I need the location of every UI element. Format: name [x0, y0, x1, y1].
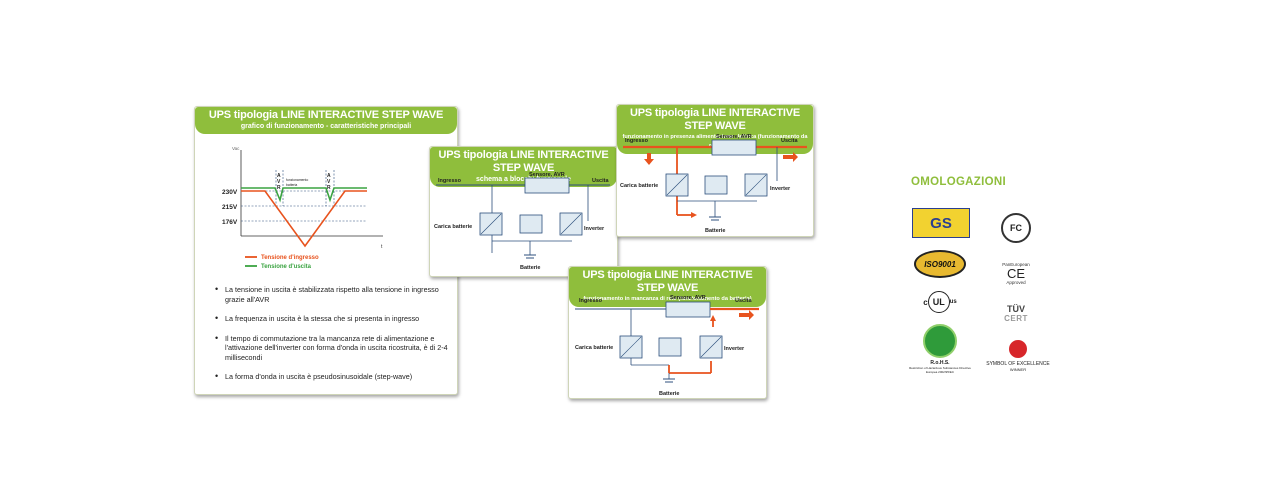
output-voltage-line: [241, 187, 367, 203]
avr-label-r2: R: [327, 185, 331, 191]
input-voltage-line: [241, 190, 367, 248]
fcc-logo: FC: [986, 209, 1046, 247]
tuv-logo-text: TÜV: [1007, 303, 1025, 314]
label-sensore: Sensore, AVR: [716, 134, 752, 140]
avr-label-a1: A: [277, 173, 281, 179]
card-operating-graph: UPS tipologia LINE INTERACTIVE STEP WAVE…: [194, 106, 458, 395]
rohs-leaf-icon: [923, 324, 957, 358]
iso9001-logo: ISO9001: [910, 245, 970, 283]
ul-prefix: c: [923, 297, 928, 307]
card-header: UPS tipologia LINE INTERACTIVE STEP WAVE…: [569, 267, 766, 307]
label-inverter: Inverter: [770, 186, 791, 192]
level-215v: 215V: [222, 204, 238, 211]
card-mains-operation: UPS tipologia LINE INTERACTIVE STEP WAVE…: [616, 104, 814, 237]
ags-gs-logo: GS: [911, 204, 971, 242]
excellence-caption: SYMBOL OF EXCELLENCE: [986, 361, 1050, 367]
block-diagram: Ingresso Uscita Sensore, AVR Carica batt…: [434, 172, 610, 271]
card-title: UPS tipologia LINE INTERACTIVE STEP WAVE: [629, 107, 800, 132]
avr-label-r1: R: [277, 185, 281, 191]
label-uscita: Uscita: [735, 298, 752, 304]
excellence-gear-icon: [1009, 340, 1027, 358]
avr-label-v2: V: [327, 179, 331, 185]
card-title: UPS tipologia LINE INTERACTIVE STEP WAVE: [438, 149, 609, 174]
label-ingresso: Ingresso: [625, 138, 649, 144]
rohs-detail: Restriction of Hazardous Substances Dire…: [909, 366, 971, 374]
ul-logo-text: UL: [932, 297, 945, 307]
ce-logo-text: CE: [1006, 265, 1026, 281]
fcc-logo-text: FC: [1010, 223, 1022, 233]
certifications-title: OMOLOGAZIONI: [911, 176, 1006, 188]
tuv-caption: CERT: [1004, 313, 1028, 323]
label-sensore: Sensore, AVR: [529, 172, 565, 178]
feature-item: La tensione in uscita è stabilizzata ris…: [213, 285, 449, 304]
mains-diagram: Ingresso Uscita Sensore, AVR Carica batt…: [620, 134, 807, 234]
card-subtitle: grafico di funzionamento - caratteristic…: [240, 123, 412, 130]
card-title: UPS tipologia LINE INTERACTIVE STEP WAVE: [582, 269, 753, 294]
ce-caption-top: PanEuropean: [1002, 261, 1030, 267]
label-ingresso: Ingresso: [438, 178, 462, 184]
ce-logo: PanEuropean CE Approved: [986, 254, 1046, 292]
label-carica: Carica batterie: [434, 224, 472, 230]
voltage-graph: Vac t 230V 215V 176V A V R A V R funzion…: [222, 146, 383, 270]
ul-logo: c UL us: [910, 283, 970, 321]
excellence-logo: SYMBOL OF EXCELLENCE WINNER: [983, 332, 1053, 380]
rohs-logo: R.o.H.S. Restriction of Hazardous Substa…: [907, 322, 973, 376]
label-batterie: Batterie: [705, 228, 725, 234]
label-batterie: Batterie: [659, 391, 679, 397]
gs-logo-text: GS: [930, 214, 952, 232]
label-carica: Carica batterie: [575, 345, 613, 351]
level-230v: 230V: [222, 189, 238, 196]
avr-label-a2: A: [327, 173, 331, 179]
card-subtitle: funzionamento in mancanza di rete (funzi…: [583, 296, 752, 302]
card-header: UPS tipologia LINE INTERACTIVE STEP WAVE…: [195, 107, 457, 134]
card-subtitle: schema a blocchi funzionale: [476, 176, 571, 183]
label-inverter: Inverter: [584, 226, 605, 232]
iso-logo-text: ISO9001: [924, 259, 956, 269]
ul-suffix: us: [949, 299, 957, 305]
avr-label-v1: V: [277, 179, 281, 185]
graph-x-label: t: [381, 244, 383, 250]
graph-y-label: Vac: [232, 146, 240, 151]
label-ingresso: Ingresso: [579, 298, 603, 304]
card-battery-operation: UPS tipologia LINE INTERACTIVE STEP WAVE…: [568, 266, 767, 399]
excellence-detail: WINNER: [1009, 367, 1027, 372]
label-uscita: Uscita: [781, 138, 798, 144]
card-block-diagram: UPS tipologia LINE INTERACTIVE STEP WAVE…: [429, 146, 618, 277]
switch-label-2: batteria: [286, 183, 297, 187]
level-176v: 176V: [222, 219, 238, 226]
feature-item: La forma d'onda in uscita è pseudosinuso…: [213, 372, 449, 382]
battery-diagram: Ingresso Uscita Sensore, AVR Carica batt…: [575, 295, 759, 397]
switch-label-1: funzionamento: [286, 178, 308, 182]
feature-item: Il tempo di commutazione tra la mancanza…: [213, 334, 449, 363]
label-batterie: Batterie: [520, 265, 540, 271]
card-title: UPS tipologia LINE INTERACTIVE STEP WAVE: [208, 109, 444, 121]
rohs-caption: R.o.H.S.: [930, 360, 950, 366]
label-uscita: Uscita: [592, 178, 609, 184]
feature-item: La frequenza in uscita è la stessa che s…: [213, 314, 449, 324]
legend-output: Tensione d'uscita: [261, 264, 312, 270]
label-sensore: Sensore, AVR: [670, 295, 706, 301]
label-inverter: Inverter: [724, 346, 745, 352]
legend-input: Tensione d'ingresso: [261, 255, 319, 261]
feature-list: La tensione in uscita è stabilizzata ris…: [213, 285, 449, 392]
label-carica: Carica batterie: [620, 183, 658, 189]
ce-caption-bottom: Approved: [1006, 279, 1026, 285]
card-header: UPS tipologia LINE INTERACTIVE STEP WAVE…: [430, 147, 617, 187]
tuv-cert-logo: TÜV CERT: [986, 294, 1046, 332]
